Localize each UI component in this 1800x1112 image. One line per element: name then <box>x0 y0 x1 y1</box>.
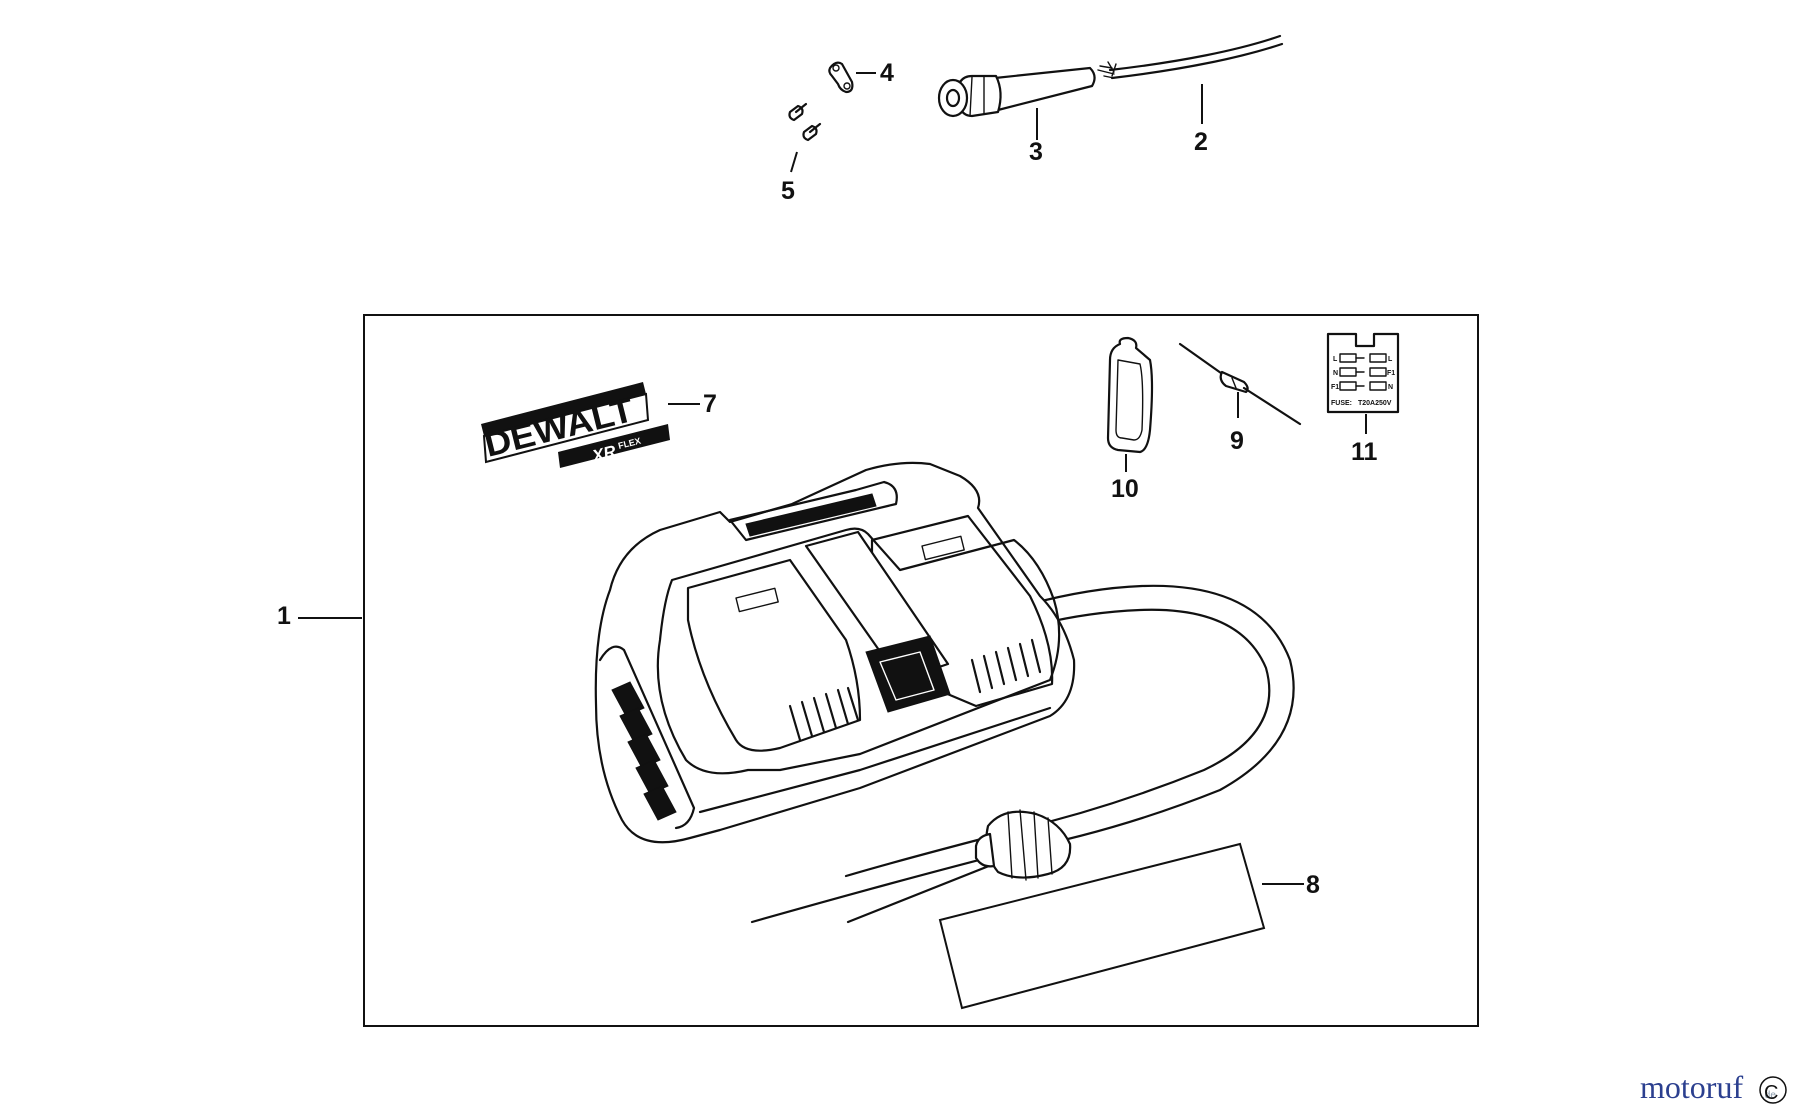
assembly-frame <box>363 314 1479 1027</box>
logo-band <box>558 424 670 468</box>
part-gasket <box>1106 336 1154 454</box>
contact-pins-left <box>788 686 860 742</box>
contact-pins-right <box>970 638 1042 694</box>
callout-7: 7 <box>703 390 717 418</box>
watermark-symbol: C <box>1764 1082 1778 1104</box>
callout-4: 4 <box>880 59 894 87</box>
callout-10: 10 <box>1111 475 1139 503</box>
logo-stripe <box>481 382 646 436</box>
terminal-label: L <box>1388 356 1393 363</box>
terminal-label: N <box>1333 370 1338 377</box>
terminal-label: N <box>1388 384 1393 391</box>
battery-slot-left <box>686 558 862 752</box>
callout-8: 8 <box>1306 871 1320 899</box>
callout-2: 2 <box>1194 128 1208 156</box>
terminal-block-right <box>1369 353 1387 391</box>
terminal-label: F1 <box>1387 370 1395 377</box>
watermark: motoruf .de C <box>1640 1069 1787 1105</box>
cord-ferrule <box>974 809 1072 881</box>
fuse-label-left: FUSE: <box>1331 400 1352 407</box>
part-charger <box>594 461 1295 924</box>
part-fuse-label: L L N F1 F1 N FUSE: T20A250V <box>1326 332 1400 414</box>
center-connector <box>804 530 951 713</box>
dewalt-logo: DEWALT XR FLEX <box>481 382 670 468</box>
power-cord <box>750 584 1295 924</box>
callout-5: 5 <box>781 177 795 205</box>
logo-body <box>482 392 650 464</box>
callout-9: 9 <box>1230 427 1244 455</box>
part-strain-relief <box>937 66 1096 118</box>
watermark-text: motoruf <box>1640 1069 1743 1105</box>
callout-1: 1 <box>277 602 291 630</box>
terminal-label: L <box>1333 356 1338 363</box>
terminal-block-left <box>1339 353 1365 391</box>
watermark-circle <box>1759 1076 1787 1104</box>
leader-5 <box>790 151 798 173</box>
side-vents <box>598 645 696 830</box>
part-screws <box>788 102 822 142</box>
fuse-label-right: T20A250V <box>1358 400 1392 407</box>
part-label <box>938 842 1266 1010</box>
callout-3: 3 <box>1029 138 1043 166</box>
callout-11: 11 <box>1351 438 1378 466</box>
watermark-suffix: .de <box>1762 1090 1776 1101</box>
part-fuse-link <box>1178 342 1302 426</box>
terminal-label: F1 <box>1331 384 1339 391</box>
part-cable <box>1097 34 1284 80</box>
part-cable-clamp <box>828 61 854 94</box>
